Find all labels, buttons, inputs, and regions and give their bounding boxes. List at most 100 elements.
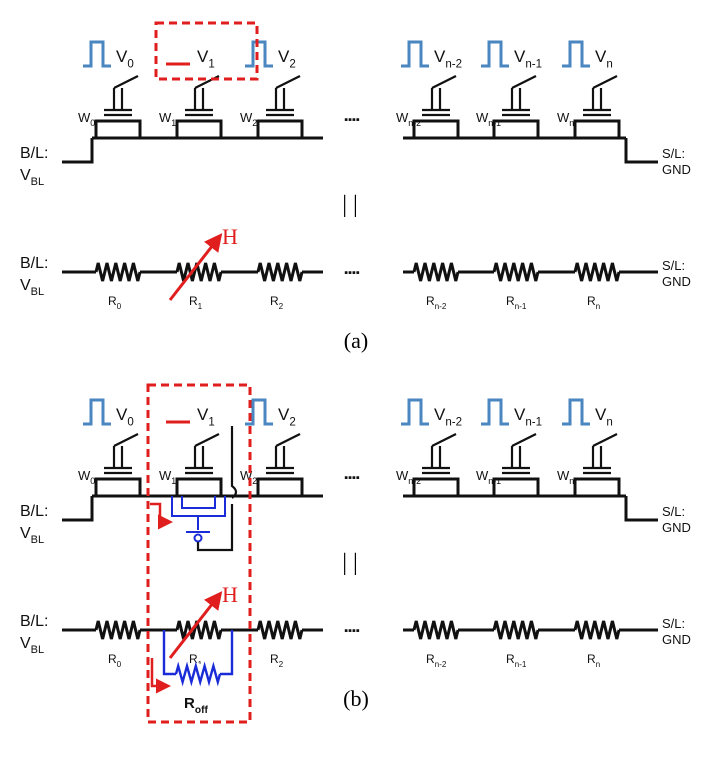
ellipsis-top: ▪▪▪▪ — [344, 114, 360, 126]
off-gate-feedback — [196, 504, 234, 552]
resistor-label-4-sub: n-1 — [515, 660, 527, 669]
bitline-voltage-sub: BL — [31, 534, 44, 546]
bitline-step — [62, 138, 94, 164]
wordline-label-3-base: W — [396, 468, 409, 483]
transistor-channel-2 — [256, 477, 304, 496]
roff-label-base: R — [184, 695, 195, 712]
resistor-0 — [94, 262, 142, 282]
wordline-label-5-sub: n — [569, 476, 574, 486]
voltage-label-5-sub: n — [606, 416, 612, 428]
wordline-label-5: Wn — [557, 468, 574, 486]
resistor-label-0: R0 — [108, 652, 122, 669]
wordline-switch-2 — [275, 75, 301, 89]
transistor-channel-3 — [412, 477, 460, 496]
wordline-label-1-sub: 1 — [171, 118, 176, 128]
roff-resistor — [174, 661, 222, 687]
bitline-voltage-label: VBL — [20, 167, 44, 188]
wordline-label-5-base: W — [557, 468, 570, 483]
transistor-channel-0 — [94, 477, 142, 496]
resistor-label-0-sub: 0 — [117, 660, 122, 669]
bitline-voltage-label: VBL — [20, 525, 44, 546]
wordline-switch-4 — [511, 75, 537, 89]
field-label: H — [222, 224, 238, 249]
voltage-label-5: Vn — [595, 47, 613, 70]
wordline-label-5-base: W — [557, 110, 570, 125]
transistor-channel-2 — [256, 119, 304, 138]
sourceline-label-bottom: GND — [662, 520, 691, 535]
current-arrow-top — [150, 502, 173, 530]
current-arrow-bottom — [150, 658, 171, 694]
wordline-label-2-sub: 2 — [252, 118, 257, 128]
resistor-1 — [175, 262, 223, 282]
voltage-label-2-sub: 2 — [289, 416, 295, 428]
transistor-channel-4 — [492, 477, 540, 496]
transistor-channel-5 — [573, 477, 621, 496]
resistor-label-0: R0 — [108, 294, 122, 311]
wordline-switch-1 — [194, 433, 220, 447]
gate-bridge-wire — [230, 426, 238, 499]
sourceline-label-top: S/L: — [662, 504, 685, 519]
wordline-label-1: W1 — [159, 468, 176, 486]
off-path-inner — [181, 496, 216, 509]
resistor-5 — [573, 620, 621, 640]
wordline-switch-0 — [113, 433, 139, 447]
equivalence-symbol: | | — [342, 192, 358, 218]
sourceline-label-bottom: GND — [662, 162, 691, 177]
wordline-label-5: Wn — [557, 110, 574, 128]
pulse-waveform-0 — [83, 40, 111, 68]
bitline-label-top-r: B/L: — [20, 613, 48, 630]
resistor-label-4-sub: n-1 — [515, 302, 527, 311]
resistor-label-2-sub: 2 — [279, 660, 284, 669]
voltage-label-3-sub: n-2 — [445, 416, 462, 428]
voltage-label-1-sub: 1 — [208, 58, 214, 70]
resistor-label-3-sub: n-2 — [435, 302, 447, 311]
equivalence-symbol: | | — [342, 550, 358, 576]
wordline-label-1-sub: 1 — [171, 476, 176, 486]
wordline-switch-3 — [431, 75, 457, 89]
resistor-label-4-base: R — [506, 294, 515, 308]
wordline-switch-3 — [431, 433, 457, 447]
pulse-waveform-3 — [401, 40, 429, 68]
voltage-label-2-base: V — [278, 47, 290, 66]
resistor-label-1-sub: 1 — [198, 302, 203, 311]
bitline-label-top: B/L: — [20, 145, 48, 162]
bitline-voltage-sub-r: BL — [31, 644, 44, 656]
ellipsis-bottom: ▪▪▪▪ — [344, 267, 360, 279]
voltage-label-0-sub: 0 — [127, 416, 133, 428]
resistor-1 — [175, 620, 223, 640]
wordline-label-0: W0 — [78, 468, 95, 486]
sourceline-step — [624, 496, 658, 522]
resistor-label-5-sub: n — [596, 660, 601, 669]
wordline-label-0-base: W — [78, 468, 91, 483]
resistor-label-0-base: R — [108, 294, 117, 308]
voltage-label-4-base: V — [514, 47, 526, 66]
resistor-label-2-base: R — [270, 652, 279, 666]
resistor-label-3-sub: n-2 — [435, 660, 447, 669]
wordline-label-5-sub: n — [569, 118, 574, 128]
transistor-channel-1 — [175, 119, 223, 138]
wordline-label-2-base: W — [240, 110, 253, 125]
resistor-label-2: R2 — [270, 294, 284, 311]
panel-caption: (b) — [343, 686, 369, 711]
voltage-label-3-base: V — [434, 47, 446, 66]
wordline-label-4: Wn-1 — [476, 110, 501, 128]
resistor-label-3: Rn-2 — [426, 294, 447, 311]
resistor-label-5: Rn — [587, 294, 600, 311]
voltage-label-1: V1 — [197, 47, 215, 70]
voltage-label-2-sub: 2 — [289, 58, 295, 70]
resistor-label-1-base: R — [189, 294, 198, 308]
resistor-label-4-base: R — [506, 652, 515, 666]
voltage-label-3-sub: n-2 — [445, 58, 462, 70]
field-label: H — [222, 582, 238, 607]
ellipsis-bottom: ▪▪▪▪ — [344, 625, 360, 637]
sourceline-label-bottom-r: GND — [662, 632, 691, 647]
resistor-label-0-sub: 0 — [117, 302, 122, 311]
voltage-label-2-base: V — [278, 405, 290, 424]
sourceline-step — [624, 138, 658, 164]
roff-label-sub: off — [195, 705, 209, 716]
voltage-label-1: V1 — [197, 405, 215, 428]
bitline-label-top-r: B/L: — [20, 255, 48, 272]
transistor-channel-3 — [412, 119, 460, 138]
